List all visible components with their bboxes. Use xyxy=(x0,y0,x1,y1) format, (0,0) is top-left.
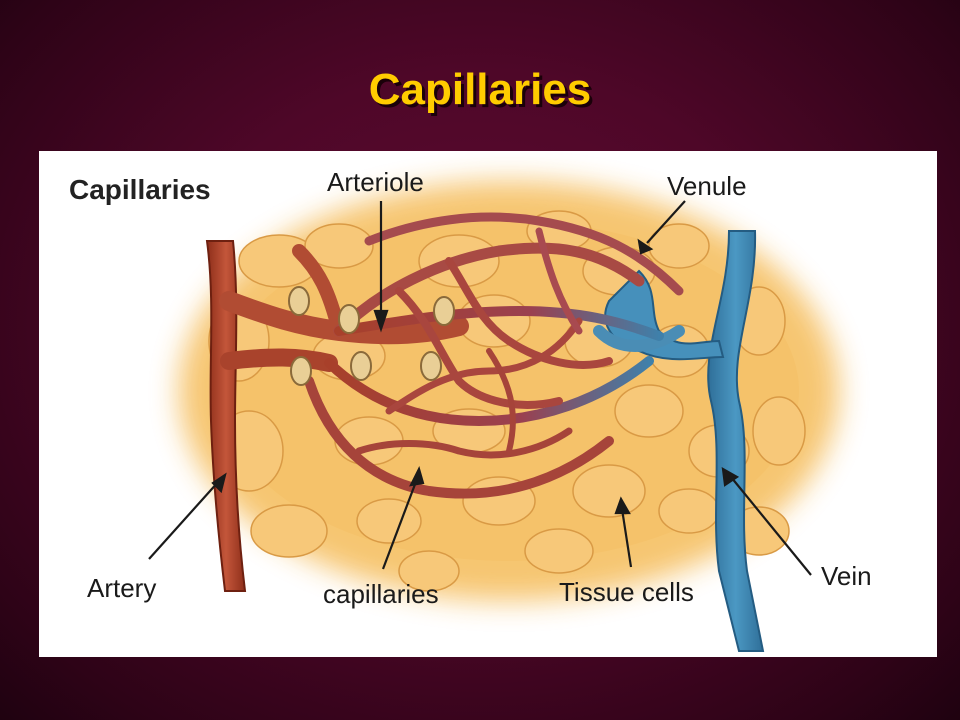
arteriole-arrowhead xyxy=(373,309,389,333)
label-venule: Venule xyxy=(667,171,747,201)
label-pointers xyxy=(148,200,812,576)
venule xyxy=(593,269,725,361)
vein xyxy=(707,230,765,652)
label-vein: Vein xyxy=(821,561,872,591)
venule-arrowhead xyxy=(637,238,654,255)
artery-arrowhead xyxy=(211,472,227,494)
vein-arrowhead xyxy=(721,466,740,487)
label-tissue-cells: Tissue cells xyxy=(559,577,694,607)
capillaries-arrowhead xyxy=(409,465,425,487)
figure-heading: Capillaries xyxy=(69,174,211,205)
capillaries-pointer xyxy=(381,478,419,570)
tissue-cells-pointer xyxy=(620,508,633,568)
precapillary-sphincters xyxy=(288,286,455,386)
capillary-network xyxy=(304,212,684,499)
capillary-diagram-panel: Capillaries Arteriole Venule Artery capi… xyxy=(39,151,937,657)
vein-pointer xyxy=(730,476,812,576)
label-capillaries: capillaries xyxy=(323,579,439,609)
label-arteriole: Arteriole xyxy=(327,167,424,197)
artery-pointer xyxy=(148,480,220,560)
tissue-cells-arrowhead xyxy=(614,496,631,515)
label-artery: Artery xyxy=(87,573,156,603)
venule-pointer xyxy=(646,200,686,244)
slide-title: Capillaries xyxy=(368,65,592,114)
capillary-diagram: Capillaries Arteriole Venule Artery capi… xyxy=(69,167,872,652)
